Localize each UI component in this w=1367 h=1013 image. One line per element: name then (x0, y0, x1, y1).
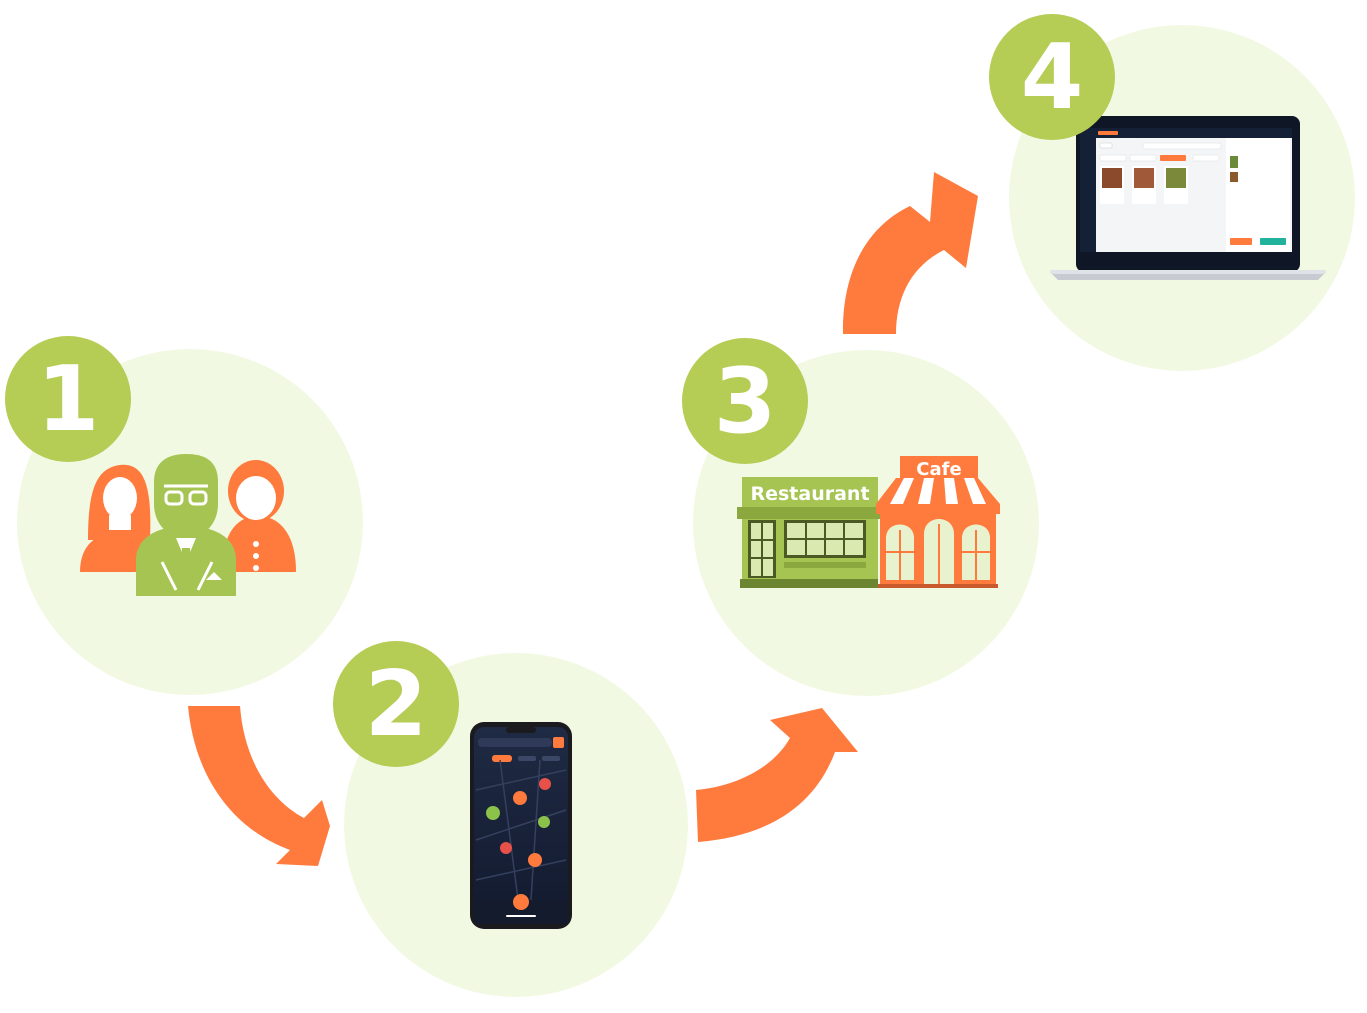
people-group-icon (80, 454, 296, 596)
arrow-1-to-2 (188, 706, 330, 866)
arrow-3-to-4 (842, 172, 978, 334)
restaurant-cafe-storefront-icon: Restaurant Cafe (737, 456, 1000, 588)
step-1-number: 1 (37, 347, 100, 452)
arrow-2-to-3 (696, 708, 858, 842)
step-4-number: 4 (1021, 25, 1084, 130)
step-3-number: 3 (714, 349, 777, 454)
restaurant-sign: Restaurant (750, 483, 869, 505)
step-2-number: 2 (365, 652, 428, 757)
step-4-badge: 4 (989, 14, 1115, 140)
cafe-sign: Cafe (916, 459, 961, 480)
step-3-badge: 3 (682, 338, 808, 464)
laptop-pos-icon (1050, 116, 1326, 280)
smartphone-map-icon (470, 722, 572, 929)
step-2-badge: 2 (333, 641, 459, 767)
step-1-badge: 1 (5, 336, 131, 462)
